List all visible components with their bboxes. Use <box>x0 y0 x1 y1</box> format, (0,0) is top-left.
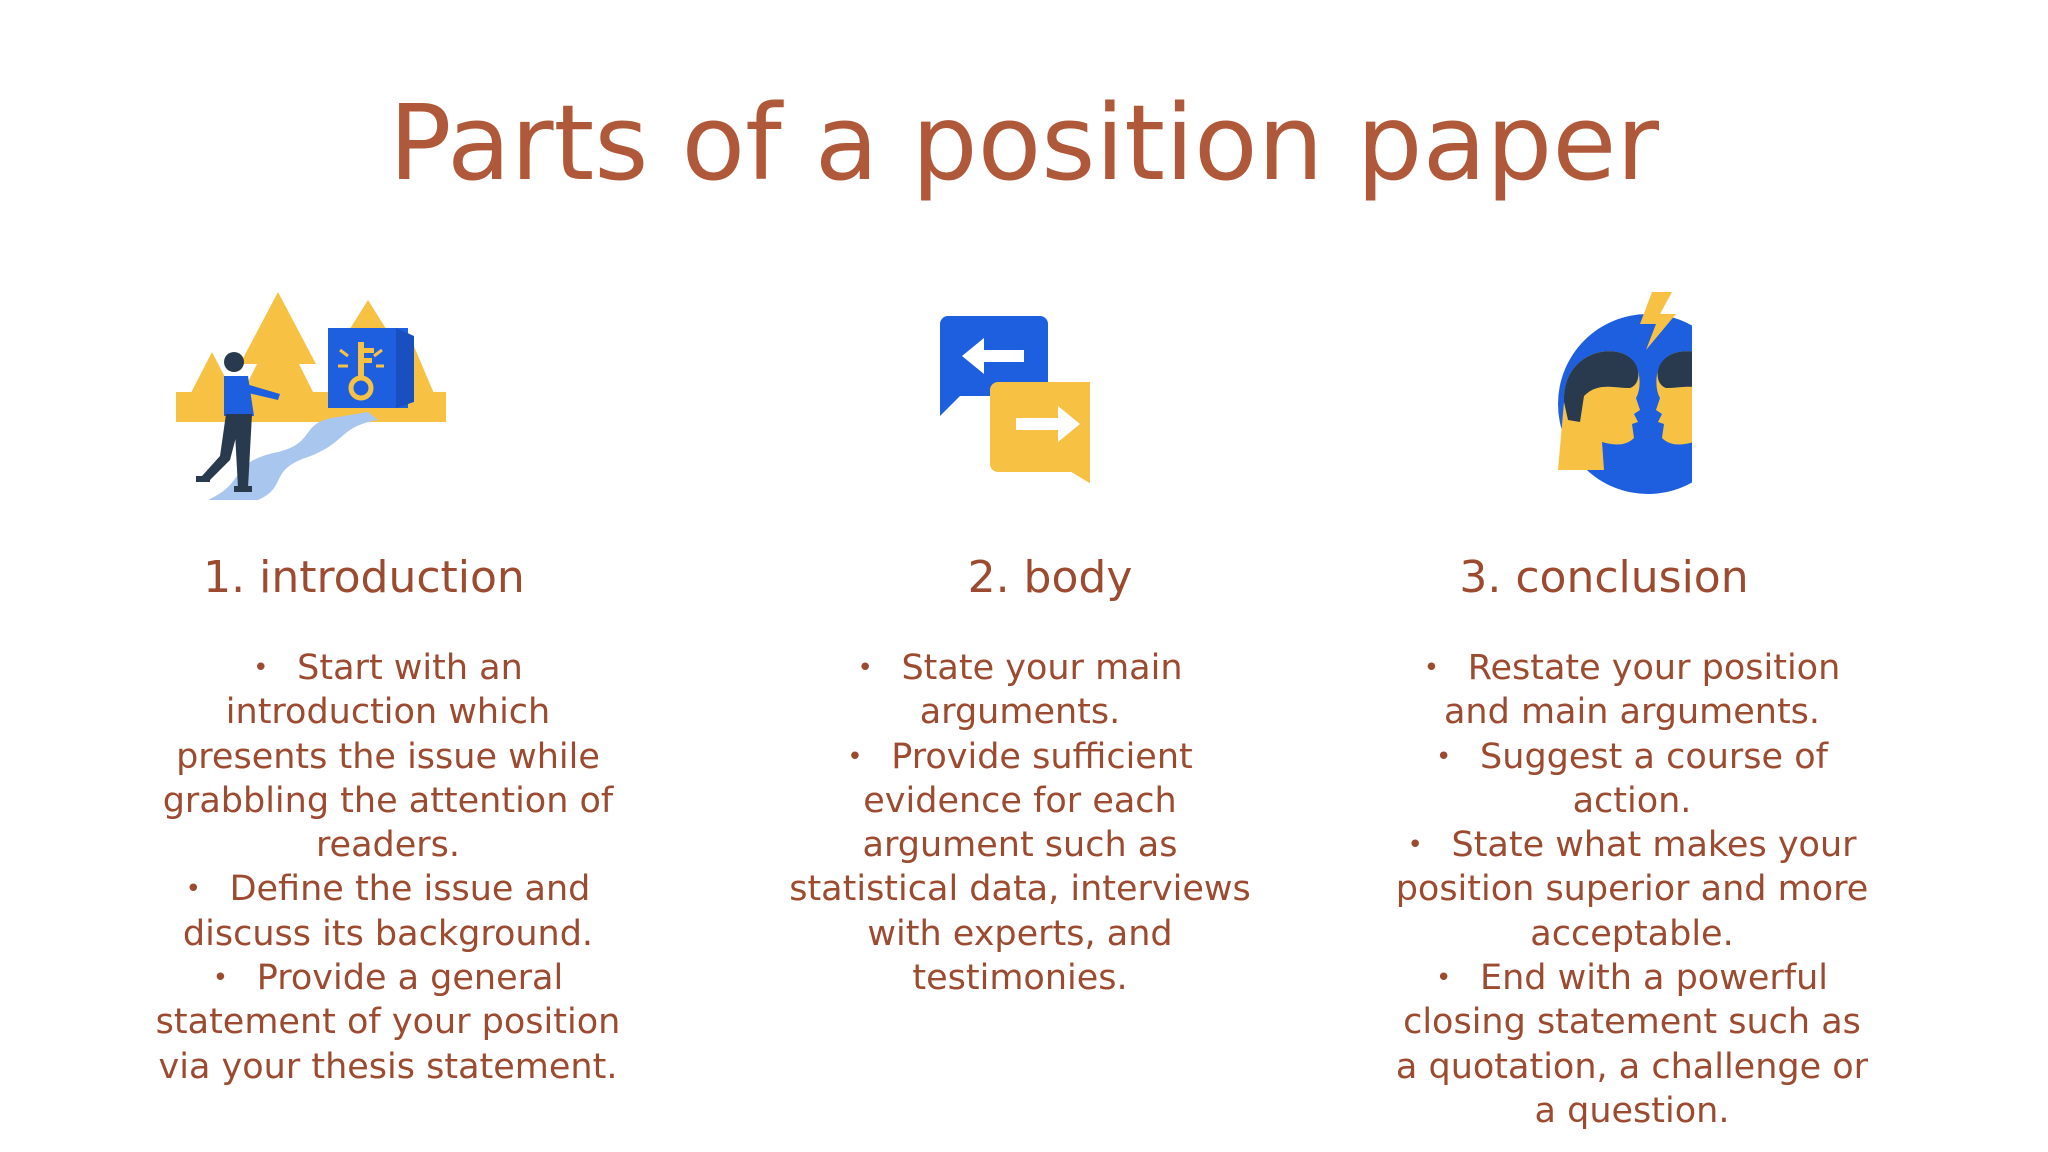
section-heading: 2. body <box>967 552 1133 603</box>
bullet-list: Start with an introduction which present… <box>148 646 628 1089</box>
key-journey-icon <box>168 292 688 512</box>
list-item: State what makes your position superior … <box>1392 823 1872 956</box>
bullet-list: Restate your position and main arguments… <box>1392 646 1872 1133</box>
debate-faces-icon <box>1392 292 1912 512</box>
list-item: Suggest a course of action. <box>1392 735 1872 824</box>
list-item: End with a powerful closing statement su… <box>1392 956 1872 1133</box>
list-item: Define the issue and discuss its backgro… <box>148 867 628 956</box>
list-item: State your main arguments. <box>780 646 1260 735</box>
speech-bubbles-arrows-icon <box>790 292 1310 512</box>
list-item: Provide sufficient evidence for each arg… <box>780 735 1260 1001</box>
page-title: Parts of a position paper <box>388 82 1660 204</box>
list-item: Start with an introduction which present… <box>148 646 628 867</box>
bullet-list: State your main arguments. Provide suffi… <box>780 646 1260 1000</box>
list-item: Provide a general statement of your posi… <box>148 956 628 1089</box>
list-item: Restate your position and main arguments… <box>1392 646 1872 735</box>
section-heading: 1. introduction <box>203 552 525 603</box>
section-heading: 3. conclusion <box>1459 552 1749 603</box>
